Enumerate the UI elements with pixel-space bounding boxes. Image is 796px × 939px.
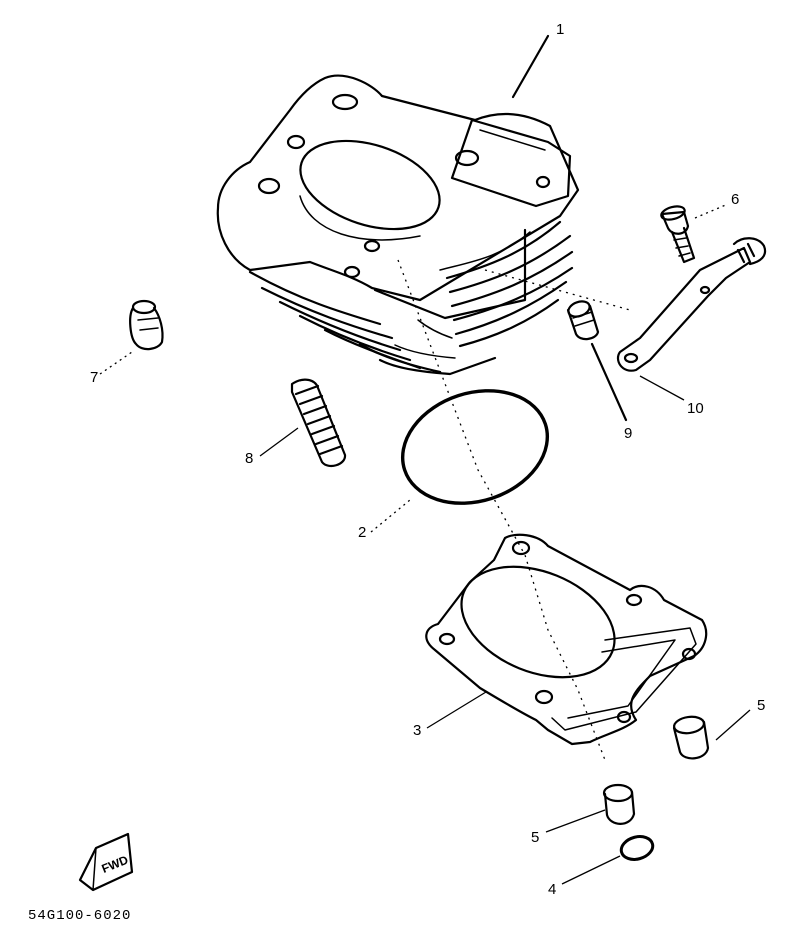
dowel-pin-lower-part <box>602 783 636 825</box>
leader-1 <box>511 34 550 99</box>
assembly-axis-line <box>397 259 606 761</box>
stud-hole-ne <box>331 93 359 111</box>
drawing-code: 54G100-6020 <box>28 908 131 924</box>
stud-hole-w <box>257 177 281 195</box>
gasket-hole <box>438 632 456 646</box>
stud-hole-e <box>454 149 480 167</box>
small-o-ring-part <box>619 835 655 861</box>
callout-8: 8 <box>245 450 253 467</box>
stud-hole-nw <box>286 134 306 150</box>
gasket-hole <box>616 710 632 724</box>
callout-2: 2 <box>358 524 366 541</box>
callout-6: 6 <box>731 191 739 208</box>
cap-plug-part <box>129 299 164 351</box>
callout-7: 7 <box>90 369 98 386</box>
stud-hole-s <box>363 239 381 253</box>
callout-1: 1 <box>556 21 564 38</box>
gasket-hole <box>625 593 643 607</box>
cylinder-part <box>216 74 580 376</box>
gasket-hole <box>681 647 697 661</box>
leader-lines <box>99 34 751 885</box>
cylinder-gasket-part <box>425 533 708 746</box>
oil-pipe-part <box>616 237 767 372</box>
forward-direction-marker: FWD <box>78 832 134 892</box>
callout-5-right: 5 <box>757 697 765 714</box>
callout-4: 4 <box>548 881 556 898</box>
stud-part <box>290 378 347 468</box>
callout-9: 9 <box>624 425 632 442</box>
callout-10: 10 <box>687 400 704 417</box>
callout-3: 3 <box>413 722 421 739</box>
gasket-hole <box>534 689 554 705</box>
gasket-hole <box>511 540 531 556</box>
dowel-pin-right-part <box>672 715 710 760</box>
plug-part <box>566 300 600 341</box>
fwd-label: FWD <box>100 853 131 876</box>
o-ring-part <box>400 389 550 505</box>
bolt-part <box>660 205 696 264</box>
callout-5-lower: 5 <box>531 829 539 846</box>
